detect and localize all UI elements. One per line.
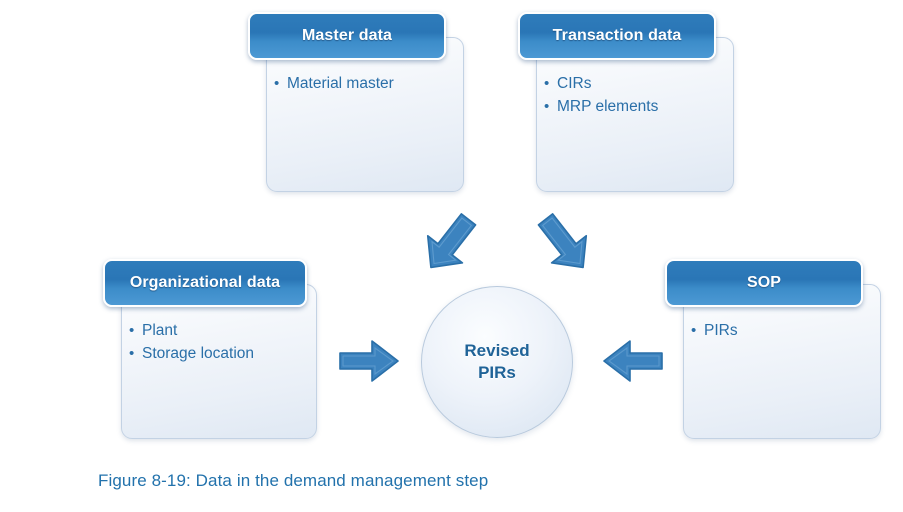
center-node-revised-pirs: Revised PIRs (421, 286, 573, 438)
card-items-organizational-data: Plant Storage location (129, 319, 254, 365)
center-node-label: Revised PIRs (464, 340, 529, 384)
list-item: Plant (129, 319, 254, 342)
arrow-sop-to-center-icon (603, 340, 663, 382)
card-body-master-data (266, 37, 464, 192)
list-item: Material master (274, 72, 394, 95)
arrow-master-to-center-icon (426, 213, 477, 269)
center-node-line1: Revised (464, 341, 530, 360)
card-header-sop: SOP (665, 259, 863, 307)
arrow-transaction-to-center-icon (537, 213, 588, 269)
list-item: Storage location (129, 342, 254, 365)
card-items-master-data: Material master (274, 72, 394, 95)
list-item: CIRs (544, 72, 658, 95)
card-header-organizational-data: Organizational data (103, 259, 307, 307)
card-items-sop: PIRs (691, 319, 738, 342)
card-title-sop: SOP (746, 274, 782, 291)
card-items-transaction-data: CIRs MRP elements (544, 72, 658, 118)
figure-caption: Figure 8-19: Data in the demand manageme… (98, 471, 489, 490)
card-header-transaction-data: Transaction data (518, 12, 716, 60)
card-body-sop (683, 284, 881, 439)
card-title-transaction-data: Transaction data (552, 27, 682, 44)
center-node-line2: PIRs (478, 363, 516, 382)
card-title-master-data: Master data (301, 27, 393, 44)
list-item: MRP elements (544, 95, 658, 118)
list-item: PIRs (691, 319, 738, 342)
card-header-master-data: Master data (248, 12, 446, 60)
card-title-organizational-data: Organizational data (129, 274, 281, 291)
arrow-organizational-to-center-icon (339, 340, 399, 382)
